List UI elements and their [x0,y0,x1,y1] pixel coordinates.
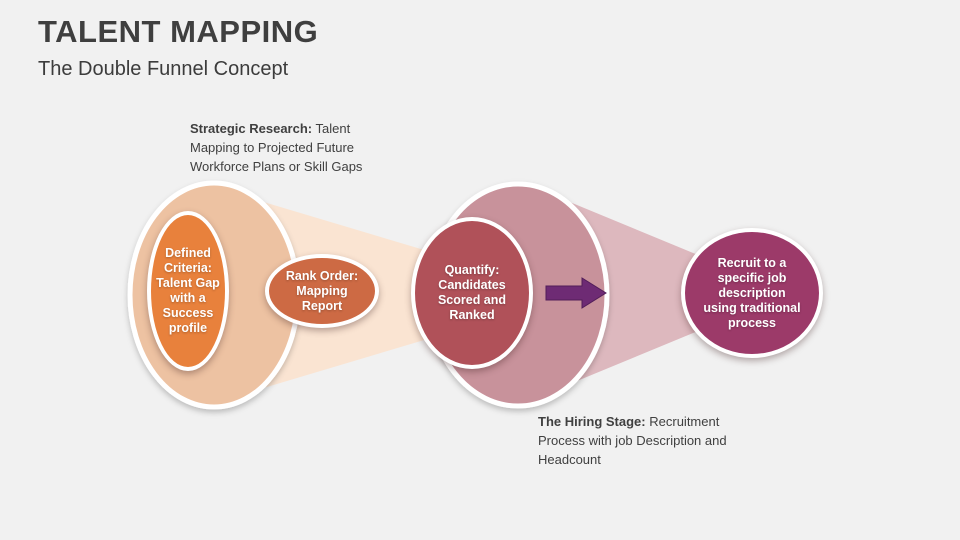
annotation-hiring-stage: The Hiring Stage: Recruitment Process wi… [538,412,736,469]
right-funnel-cone [560,198,790,388]
stage-rank-order: Rank Order: Mapping Report [265,254,379,328]
stage-quantify: Quantify: Candidates Scored and Ranked [411,217,533,369]
annotation-strategic-research-body: Talent Mapping to Projected Future Workf… [190,121,363,174]
stage-rank-order-label: Rank Order: Mapping Report [285,268,359,313]
annotation-hiring-stage-body: Recruitment Process with job Description… [538,414,727,467]
left-funnel-cone [230,192,575,398]
page-title: TALENT MAPPING [38,14,319,49]
right-arrow-icon [545,277,607,309]
stage-recruit: Recruit to a specific job description us… [681,228,823,358]
annotation-hiring-stage-lead: The Hiring Stage: [538,414,646,429]
stage-recruit-label: Recruit to a specific job description us… [703,255,801,330]
stage-quantify-label: Quantify: Candidates Scored and Ranked [437,263,507,322]
annotation-strategic-research: Strategic Research: Talent Mapping to Pr… [190,119,376,176]
annotation-strategic-research-lead: Strategic Research: [190,121,313,136]
page-subtitle: The Double Funnel Concept [38,58,289,80]
stage-defined-criteria-label: Defined Criteria: Talent Gap with a Succ… [156,246,220,335]
stage-defined-criteria: Defined Criteria: Talent Gap with a Succ… [147,211,229,371]
